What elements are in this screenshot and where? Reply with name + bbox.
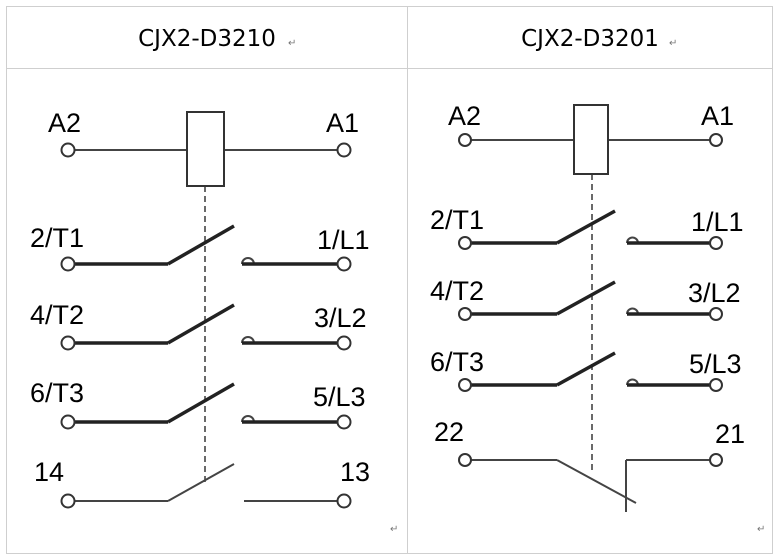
coil-circuit: A2 A1 [48, 108, 359, 187]
coil-terminal-label: A1 [701, 101, 734, 131]
terminal [458, 307, 472, 321]
pole-terminal-label: 1/L1 [317, 225, 370, 255]
terminal [60, 142, 76, 158]
coil-terminal-label: A2 [448, 101, 481, 131]
aux-terminal-label: 22 [434, 417, 464, 447]
coil-circuit: A2 A1 [448, 101, 734, 175]
terminal [336, 335, 352, 351]
aux-terminal-label: 14 [34, 457, 64, 487]
coil-terminal-label: A2 [48, 108, 81, 138]
left-diagram: A2 A1 2/T1 1/L1 4/T2 3/L2 [30, 108, 370, 509]
main-pole: 6/T3 5/L3 [430, 347, 742, 392]
terminal [709, 133, 723, 147]
pole-terminal-label: 6/T3 [430, 347, 484, 377]
coil-symbol [573, 104, 609, 175]
terminal [709, 378, 723, 392]
table-border [6, 6, 773, 554]
main-pole: 4/T2 3/L2 [30, 300, 367, 351]
aux-terminal-label: 21 [715, 419, 745, 449]
fixed-contact [241, 336, 255, 344]
paragraph-mark: ↵ [757, 524, 765, 535]
main-pole: 2/T1 1/L1 [30, 223, 370, 272]
terminal [336, 256, 352, 272]
fixed-contact [241, 257, 255, 265]
terminal [60, 414, 76, 430]
paragraph-mark: ↵ [390, 524, 398, 535]
paragraph-mark: ↵ [288, 38, 296, 49]
pole-terminal-label: 3/L2 [314, 303, 367, 333]
terminal [60, 335, 76, 351]
no-contact-blade [556, 280, 616, 316]
terminal [336, 414, 352, 430]
terminal [709, 236, 723, 250]
pole-terminal-label: 3/L2 [688, 278, 741, 308]
aux-nc-blade [556, 459, 637, 504]
terminal [458, 378, 472, 392]
terminal [709, 453, 723, 467]
aux-terminal-label: 13 [340, 457, 370, 487]
terminal [336, 493, 352, 509]
terminal [458, 236, 472, 250]
main-pole: 6/T3 5/L3 [30, 378, 366, 430]
paragraph-mark: ↵ [669, 38, 677, 49]
pole-terminal-label: 5/L3 [689, 349, 742, 379]
fixed-contact [241, 415, 255, 423]
main-pole: 4/T2 3/L2 [430, 276, 741, 321]
pole-terminal-label: 2/T1 [30, 223, 84, 253]
right-diagram: A2 A1 2/T1 1/L1 4/T2 3/L2 [430, 101, 745, 512]
pole-terminal-label: 6/T3 [30, 378, 84, 408]
coil-symbol [186, 111, 225, 187]
no-contact-blade [556, 209, 616, 245]
auxiliary-contact: 22 21 [434, 417, 745, 512]
no-contact-blade [167, 382, 235, 424]
coil-terminal-label: A1 [326, 108, 359, 138]
pole-terminal-label: 2/T1 [430, 205, 484, 235]
aux-no-blade [167, 463, 235, 502]
no-contact-blade [167, 224, 235, 266]
terminal [458, 453, 472, 467]
left-header: CJX2-D3210 [138, 26, 276, 52]
auxiliary-contact: 14 13 [34, 457, 370, 509]
main-pole: 2/T1 1/L1 [430, 205, 744, 250]
terminal [458, 133, 472, 147]
pole-terminal-label: 5/L3 [313, 382, 366, 412]
terminal [709, 307, 723, 321]
no-contact-blade [556, 351, 616, 387]
pole-terminal-label: 1/L1 [691, 207, 744, 237]
table-frame [6, 6, 773, 554]
right-header: CJX2-D3201 [521, 26, 659, 52]
terminal [60, 493, 76, 509]
terminal [60, 256, 76, 272]
no-contact-blade [167, 303, 235, 345]
pole-terminal-label: 4/T2 [430, 276, 484, 306]
pole-terminal-label: 4/T2 [30, 300, 84, 330]
terminal [336, 142, 352, 158]
